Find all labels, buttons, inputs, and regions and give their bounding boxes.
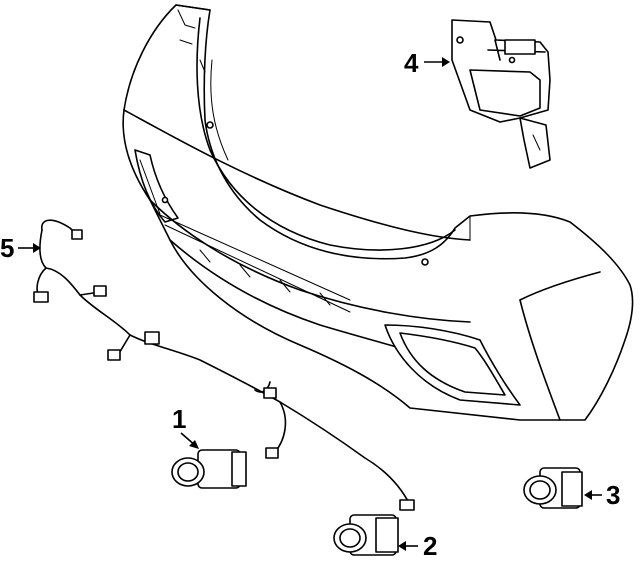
- connector: [263, 387, 277, 399]
- connector: [265, 447, 279, 459]
- callout-4: 4: [404, 48, 450, 78]
- parking-aid-module: [451, 19, 551, 169]
- parking-sensor-3: [523, 467, 583, 509]
- connector: [144, 331, 160, 345]
- callout-label-1: 1: [172, 404, 186, 434]
- connector: [107, 349, 121, 361]
- connector: [33, 291, 49, 303]
- callout-label-2: 2: [423, 531, 437, 561]
- connector: [93, 285, 107, 297]
- connector: [399, 499, 415, 511]
- parking-sensor-2: [333, 514, 399, 556]
- callout-label-5: 5: [0, 233, 14, 263]
- callout-1: 1: [172, 404, 199, 449]
- callout-5: 5: [0, 233, 41, 263]
- callout-2: 2: [398, 531, 437, 561]
- callout-3: 3: [584, 480, 620, 510]
- connector: [71, 229, 83, 240]
- callout-label-3: 3: [606, 480, 620, 510]
- parking-sensor-1: [171, 449, 247, 489]
- callout-label-4: 4: [404, 48, 419, 78]
- rear-bumper-cover: [122, 4, 634, 421]
- wiring-harness: [33, 219, 415, 511]
